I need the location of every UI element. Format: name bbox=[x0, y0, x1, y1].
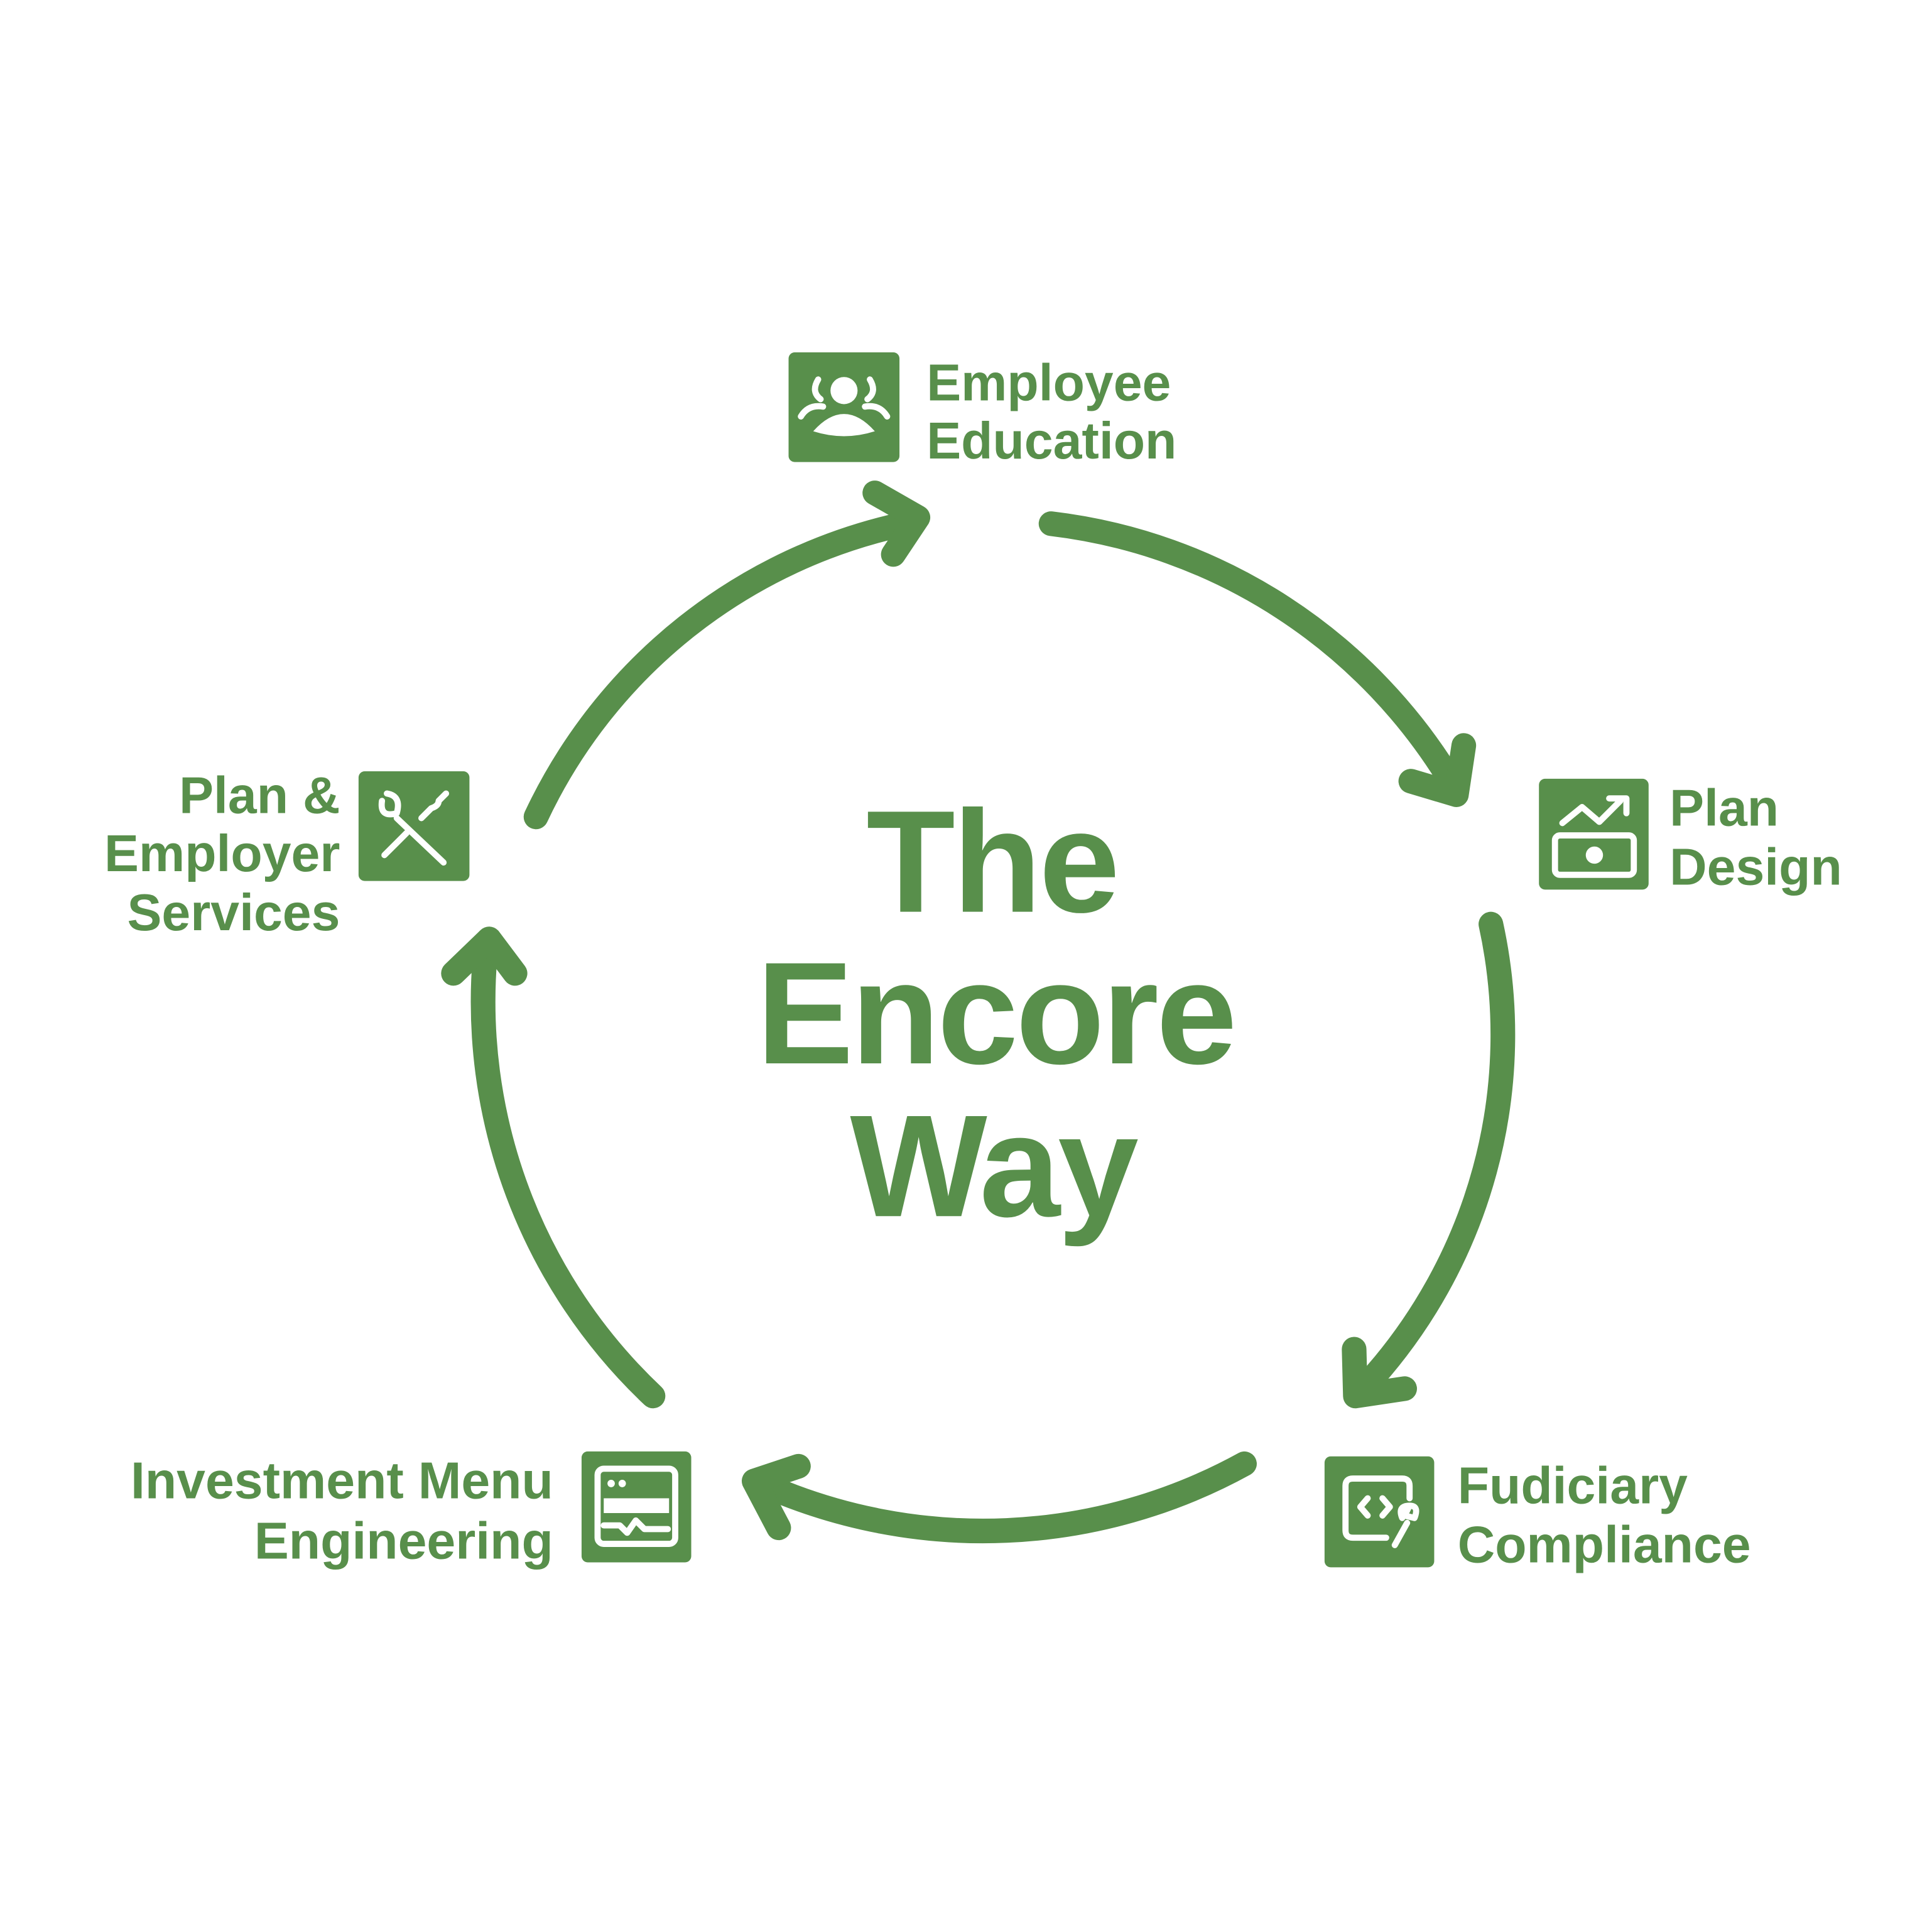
title-line-2: Encore bbox=[756, 932, 1234, 1095]
step-employee-education: Employee Education bbox=[788, 352, 1176, 470]
step-label-line2: Employer bbox=[104, 825, 340, 882]
step-investment-menu-engineering: Investment Menu Engineering bbox=[131, 1451, 692, 1570]
step-label-line1: Plan & bbox=[179, 767, 340, 825]
cycle-arrow-4 bbox=[741, 1451, 1257, 1544]
title-line-3: Way bbox=[850, 1085, 1138, 1247]
tools-icon bbox=[358, 771, 470, 881]
step-label-line1: Employee bbox=[926, 354, 1171, 412]
cycle-arrow-1 bbox=[523, 480, 931, 830]
step-label-line2: Design bbox=[1669, 838, 1842, 896]
cycle-arrow-5 bbox=[441, 926, 666, 1409]
step-plan-design: Plan Design bbox=[1539, 778, 1842, 896]
step-label-line2: Education bbox=[926, 412, 1176, 470]
step-plan-employer-services: Plan & Employer Services bbox=[104, 767, 470, 942]
cycle-arrow-2 bbox=[1038, 511, 1477, 807]
step-label-line1: Fudiciary bbox=[1458, 1457, 1688, 1514]
title-line-1: The bbox=[866, 781, 1117, 943]
step-label-line1: Investment Menu bbox=[131, 1452, 553, 1509]
step-label-line1: Plan bbox=[1669, 779, 1779, 837]
step-label-line3: Services bbox=[127, 884, 340, 942]
step-label-line2: Compliance bbox=[1458, 1516, 1751, 1573]
cycle-arrow-3 bbox=[1342, 911, 1516, 1409]
step-label-line2: Engineering bbox=[254, 1512, 553, 1570]
step-fiduciary-compliance: Fudiciary Compliance bbox=[1324, 1456, 1751, 1573]
